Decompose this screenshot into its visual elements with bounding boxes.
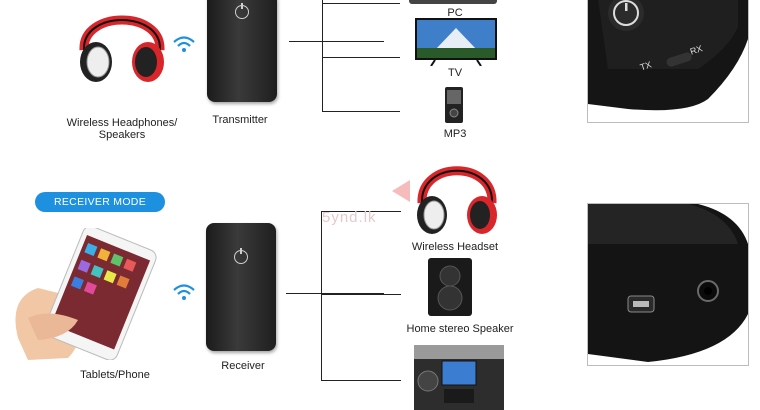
pc-label: PC [447, 7, 463, 19]
mp3-label: MP3 [443, 128, 467, 140]
home-stereo-speaker-label: Home stereo Speaker [406, 323, 514, 335]
tv-image [415, 18, 497, 66]
connector-line [322, 3, 400, 4]
connector-line [322, 0, 323, 112]
receiver-mode-badge: RECEIVER MODE [35, 192, 165, 212]
receiver-closeup-photo [587, 203, 749, 366]
speaker-image [428, 258, 472, 316]
car-stereo-image [414, 345, 504, 410]
wifi-icon [173, 36, 195, 52]
wifi-icon [173, 284, 195, 300]
headphones-image [79, 15, 165, 82]
connector-line [321, 211, 401, 212]
receiver-label: Receiver [221, 360, 265, 372]
tablets-phone-label: Tablets/Phone [80, 369, 150, 381]
watermark-arrow-icon [392, 180, 410, 202]
connector-line [289, 41, 384, 42]
connector-line [321, 211, 322, 381]
transmitter-closeup-photo: TX RX [587, 0, 749, 123]
connector-line [286, 293, 384, 294]
power-icon [235, 3, 249, 19]
power-icon [234, 248, 248, 264]
wireless-headset-label: Wireless Headset [411, 241, 499, 253]
connector-line [321, 380, 401, 381]
transmitter-device [207, 0, 277, 102]
pc-image [409, 0, 497, 4]
connector-line [322, 57, 400, 58]
connector-line [322, 111, 400, 112]
tv-label: TV [447, 67, 463, 79]
wireless-headset-image [417, 166, 497, 234]
connector-line [321, 294, 401, 295]
mp3-image [445, 87, 463, 123]
wireless-headphones-label: Wireless Headphones/ Speakers [66, 117, 178, 141]
closeup-ports-image [588, 204, 748, 362]
watermark: 5ynd.lk [322, 209, 377, 226]
transmitter-label: Transmitter [212, 114, 268, 126]
closeup-device-image [588, 0, 748, 111]
receiver-device [206, 223, 276, 351]
phone-in-hand-image [15, 228, 157, 360]
